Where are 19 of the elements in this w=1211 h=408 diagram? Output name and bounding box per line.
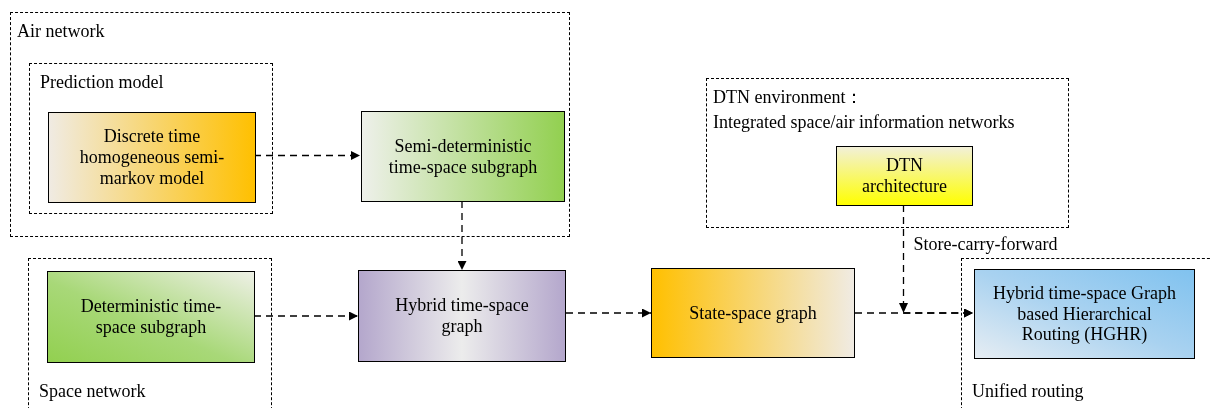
dashed-frame bbox=[29, 63, 273, 214]
group-label: Unified routing bbox=[972, 381, 1084, 402]
edge-label: Store-carry-forward bbox=[911, 234, 1060, 255]
group-label: Space network bbox=[39, 381, 146, 402]
group-label: Integrated space/air information networks bbox=[713, 112, 1015, 133]
process-box: Semi-deterministic time-space subgraph bbox=[361, 111, 565, 202]
process-box: Discrete time homogeneous semi-markov model bbox=[48, 112, 256, 203]
process-box: Hybrid time-space graph bbox=[358, 270, 566, 362]
dashed-frame bbox=[706, 78, 1069, 228]
process-box: Hybrid time-space Graph based Hierarchical Routing (HGHR) bbox=[974, 269, 1195, 359]
group-label: Prediction model bbox=[40, 72, 164, 93]
group-label: Air network bbox=[17, 21, 105, 42]
dashed-frame bbox=[28, 258, 272, 408]
process-box: Deterministic time-space subgraph bbox=[47, 271, 255, 363]
dashed-frame bbox=[10, 12, 570, 237]
group-label: DTN environment： bbox=[713, 87, 864, 108]
process-box: DTN architecture bbox=[836, 146, 973, 206]
process-box: State-space graph bbox=[651, 268, 855, 358]
dashed-frame bbox=[961, 258, 1211, 408]
